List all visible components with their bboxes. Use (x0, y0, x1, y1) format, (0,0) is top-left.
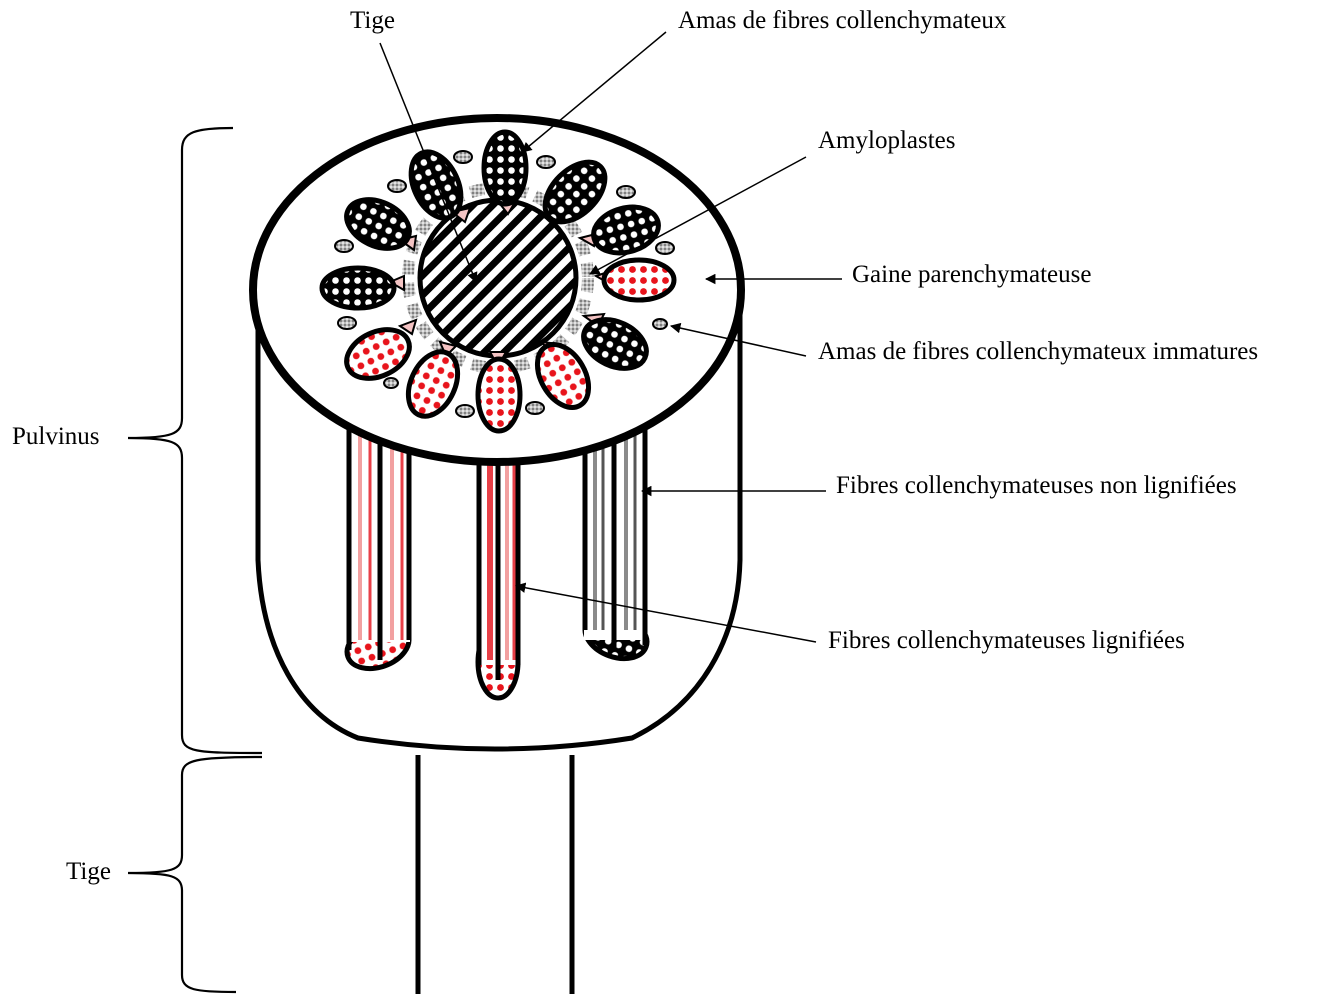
label-amas-fibres: Amas de fibres collenchymateux (678, 6, 1006, 36)
label-amyloplastes: Amyloplastes (818, 126, 956, 156)
label-tige-bottom: Tige (66, 857, 111, 887)
brace-pulvinus (128, 128, 262, 753)
bundle-lignified-1 (604, 260, 674, 300)
central-stele (420, 200, 576, 356)
label-fibres-non-lignifiees: Fibres collenchymateuses non lignifiées (836, 471, 1237, 501)
bundle-mature-2 (484, 132, 526, 204)
label-pulvinus: Pulvinus (12, 422, 100, 452)
label-tige-top: Tige (350, 6, 395, 36)
label-gaine: Gaine parenchymateuse (852, 260, 1091, 290)
brace-tige (128, 757, 262, 992)
label-amas-immatures: Amas de fibres collenchymateux immatures (818, 335, 1290, 368)
label-fibres-lignifiees: Fibres collenchymateuses lignifiées (828, 626, 1185, 656)
bundle-mature-6 (322, 268, 394, 308)
